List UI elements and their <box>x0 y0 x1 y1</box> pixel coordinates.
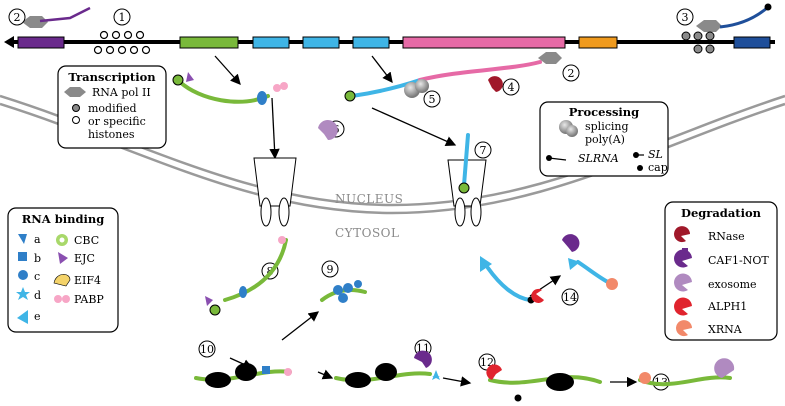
svg-text:SL: SL <box>648 148 663 161</box>
svg-text:4: 4 <box>508 81 515 94</box>
protein-e-icon <box>17 310 28 324</box>
svg-text:b: b <box>34 252 41 265</box>
svg-text:splicing: splicing <box>585 120 629 133</box>
histones-open <box>93 30 151 55</box>
rnase-icon <box>674 226 690 243</box>
rna-pol-ii-icon <box>64 87 86 97</box>
rna-binding-legend: RNA binding a b c d e CBC EJC EIF4 PABP <box>7 207 119 333</box>
svg-text:Processing: Processing <box>569 105 639 119</box>
svg-text:2: 2 <box>14 11 21 24</box>
chromosome <box>4 3 775 55</box>
svg-text:14: 14 <box>563 291 577 304</box>
gene-blue-3 <box>352 36 390 49</box>
degradation-legend: Degradation RNase CAF1-NOT exosome ALPH1… <box>664 201 778 341</box>
svg-text:1: 1 <box>119 11 126 24</box>
protein-d-icon <box>16 287 30 300</box>
svg-text:cap: cap <box>648 161 668 174</box>
svg-text:c: c <box>34 270 40 283</box>
svg-text:Transcription: Transcription <box>68 70 156 84</box>
svg-text:CBC: CBC <box>74 234 99 247</box>
svg-text:d: d <box>34 289 41 302</box>
gene-darkblue <box>733 36 771 49</box>
svg-text:modified: modified <box>88 102 137 115</box>
cap-icon <box>637 165 643 171</box>
svg-text:3: 3 <box>682 11 689 24</box>
histone-icon <box>72 104 80 112</box>
svg-text:e: e <box>34 310 41 323</box>
eif4-icon <box>53 274 71 287</box>
svg-text:RNA pol II: RNA pol II <box>92 86 151 99</box>
svg-text:RNase: RNase <box>708 230 745 243</box>
cytosol-label: CYTOSOL <box>335 226 399 240</box>
exosome-icon <box>674 273 692 292</box>
svg-text:a: a <box>34 233 41 246</box>
ejc-icon <box>58 252 68 264</box>
nucleus-label: NUCLEUS <box>335 192 403 206</box>
rna-pol-ii-icon <box>22 16 48 28</box>
gene-green <box>179 36 239 49</box>
svg-text:histones: histones <box>88 128 135 141</box>
gene-purple <box>17 36 65 49</box>
svg-text:ALPH1: ALPH1 <box>707 300 747 313</box>
svg-text:5: 5 <box>429 93 436 106</box>
svg-text:poly(A): poly(A) <box>585 133 625 146</box>
svg-text:7: 7 <box>480 144 487 157</box>
svg-text:Degradation: Degradation <box>681 206 762 220</box>
gene-blue-2 <box>302 36 340 49</box>
transcription-legend: Transcription RNA pol II modified or spe… <box>57 65 167 149</box>
protein-a-icon <box>18 234 27 244</box>
svg-text:or specific: or specific <box>88 115 146 128</box>
gene-blue-1 <box>252 36 290 49</box>
svg-text:CAF1-NOT: CAF1-NOT <box>708 254 769 267</box>
svg-text:SLRNA: SLRNA <box>578 152 619 165</box>
histone-icon <box>72 116 80 124</box>
svg-text:EJC: EJC <box>74 252 95 265</box>
caf1-not-icon <box>674 249 692 268</box>
svg-text:XRNA: XRNA <box>708 323 743 336</box>
svg-text:PABP: PABP <box>74 293 104 306</box>
gene-pink <box>402 36 566 49</box>
gene-orange <box>578 36 618 49</box>
svg-text:exosome: exosome <box>708 278 757 291</box>
rna-pol-ii-icon <box>696 20 722 32</box>
svg-text:EIF4: EIF4 <box>74 274 101 287</box>
slrna-icon <box>546 155 552 161</box>
xrna-icon <box>676 320 692 337</box>
pabp-icon <box>54 295 62 303</box>
protein-b-icon <box>18 252 27 261</box>
svg-text:RNA binding: RNA binding <box>22 212 105 226</box>
svg-text:9: 9 <box>327 263 334 276</box>
svg-text:2: 2 <box>568 67 575 80</box>
transcripts <box>172 52 735 402</box>
sl-icon <box>633 152 639 158</box>
protein-c-icon <box>18 270 28 280</box>
svg-text:10: 10 <box>200 343 214 356</box>
processing-legend: Processing splicing poly(A) SLRNA SL cap <box>539 101 669 177</box>
alph1-icon <box>674 297 692 316</box>
modified-histones <box>681 31 715 54</box>
